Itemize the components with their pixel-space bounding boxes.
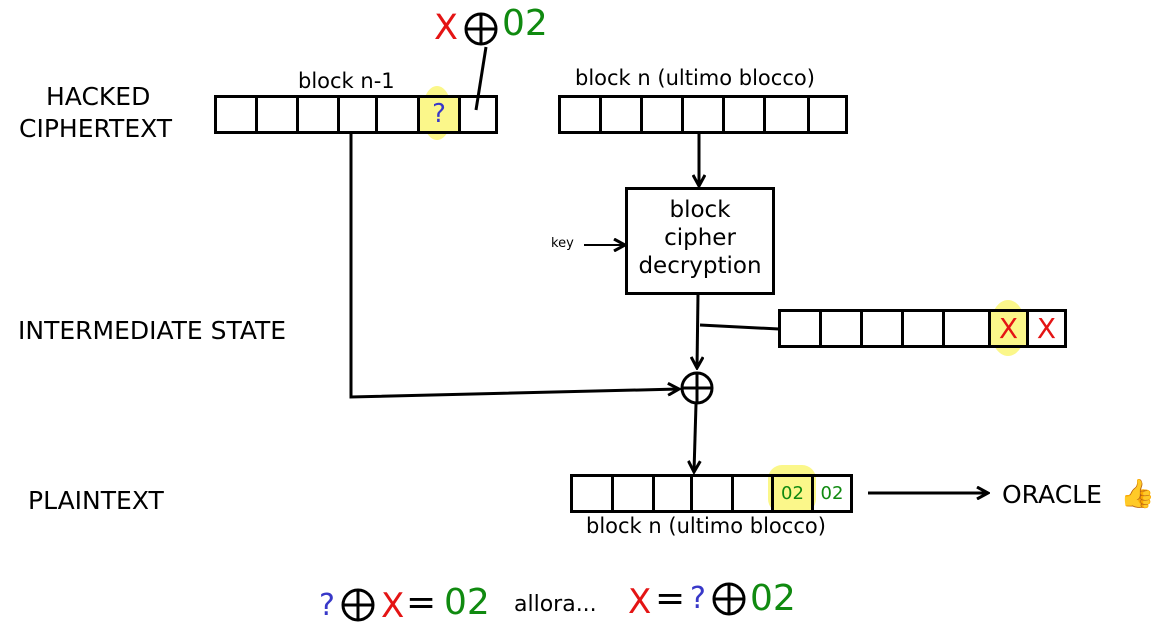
row-label-plaintext: PLAINTEXT [28, 486, 164, 515]
block-cell-x [988, 309, 1029, 348]
cipher-box-line-2: cipher [664, 225, 736, 251]
key-label: key [551, 236, 574, 251]
block-cell-pad-2 [811, 474, 853, 513]
eq-question-2: ? [690, 581, 706, 616]
eq-value-1: 02 [444, 582, 490, 623]
eq-equals-2: = [655, 578, 686, 619]
eq-then: allora... [514, 592, 597, 617]
intermediate-x: X [998, 312, 1019, 345]
xor-circle-icon [680, 371, 714, 405]
eq-x2: X [628, 582, 652, 622]
arrow-cipher-to-xor [697, 293, 698, 368]
eq-value-2: 02 [750, 578, 796, 619]
plaintext-pad-1: 02 [781, 483, 804, 504]
cipher-box-line-3: decryption [638, 253, 762, 279]
oracle-label: ORACLE [1002, 480, 1102, 509]
arrow-xor-to-plaintext [694, 403, 696, 472]
block-cell [807, 95, 848, 134]
block-n-1-label: block n-1 [298, 69, 395, 93]
plaintext-pad-2: 02 [820, 483, 844, 504]
top-xor-icon [464, 12, 498, 46]
block-cipher-decryption-box [625, 187, 775, 295]
question-mark: ? [432, 99, 446, 129]
intermediate-x2: X [1036, 312, 1057, 345]
row-label-intermediate: INTERMEDIATE STATE [18, 316, 287, 345]
block-n-label: block n (ultimo blocco) [575, 66, 815, 90]
top-formula-value: 02 [502, 3, 548, 44]
thumbs-up-icon: 👍 [1120, 477, 1155, 510]
plaintext-block-label: block n (ultimo blocco) [586, 514, 826, 538]
block-cell-x2 [1026, 309, 1067, 348]
row-label-hacked: HACKED [46, 82, 151, 111]
connector-top-formula [474, 46, 488, 111]
arrow-prev-to-xor [349, 132, 679, 399]
row-label-ciphertext: CIPHERTEXT [19, 114, 173, 143]
connector-intermediate [699, 323, 780, 331]
eq-x: X [381, 586, 405, 626]
top-formula-x: X [434, 8, 458, 48]
eq-equals-1: = [406, 582, 437, 623]
eq-question: ? [319, 588, 335, 623]
cipher-box-line-1: block [669, 197, 731, 223]
block-cell [458, 95, 498, 134]
block-cell-pad-1 [771, 474, 814, 513]
